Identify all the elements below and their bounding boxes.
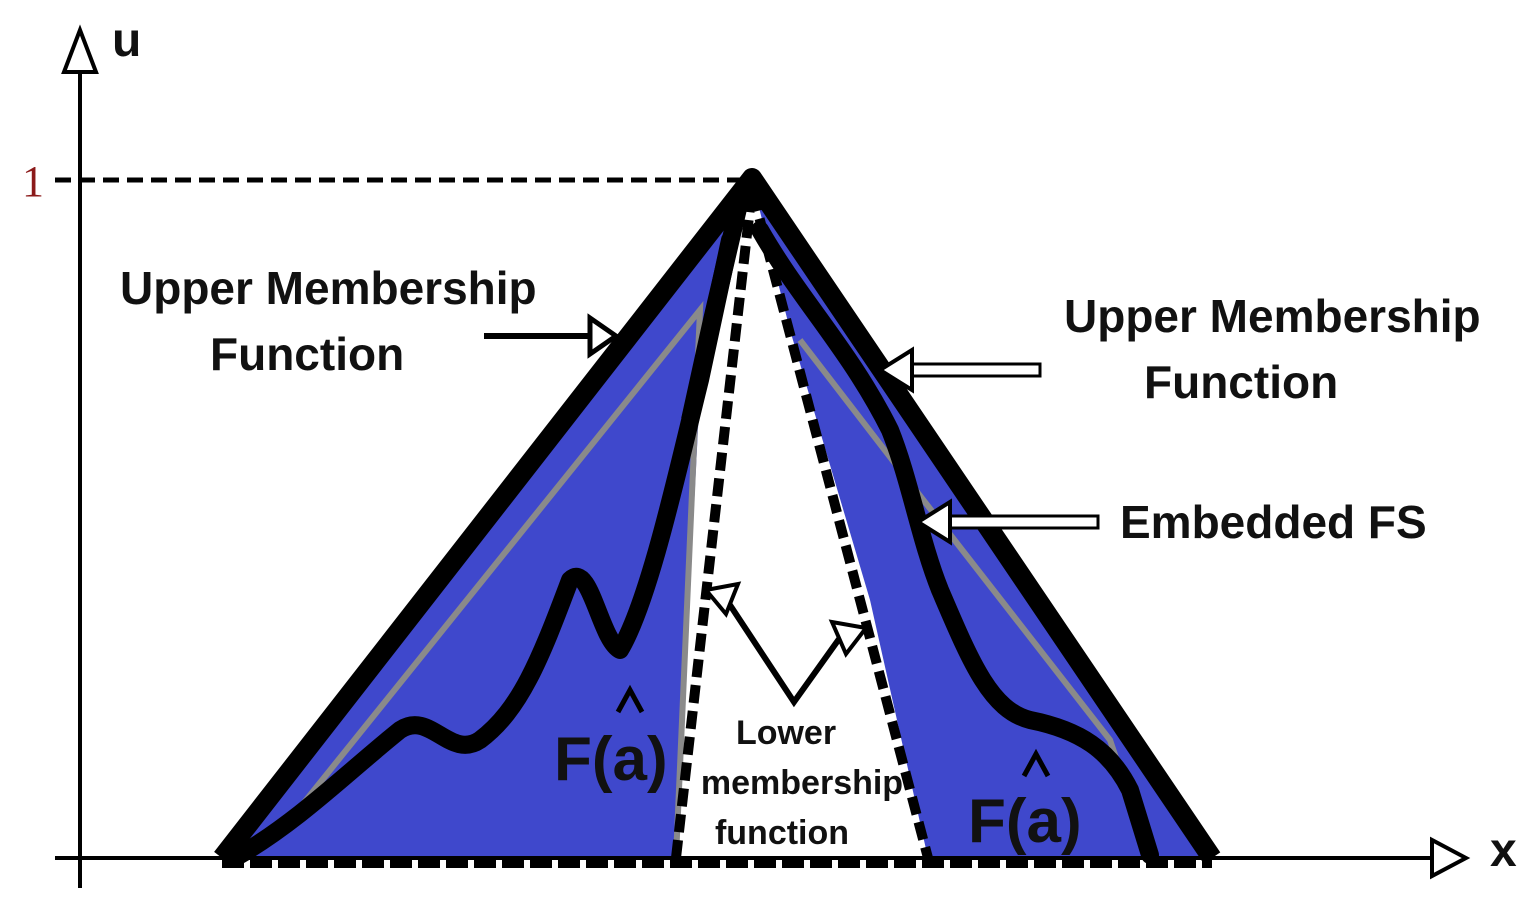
y-axis-label: u (112, 14, 141, 67)
y-tick-one: 1 (22, 157, 44, 206)
x-axis-arrowhead (1430, 836, 1471, 880)
y-axis-arrowhead (61, 24, 99, 74)
lower-mf-label-line3: function (715, 814, 849, 852)
lower-mf-v-arrows (725, 600, 847, 708)
fou-inner-edge-left (287, 300, 704, 859)
lower-mf-label-line2: membership (701, 764, 903, 802)
hat-right (1021, 748, 1051, 778)
upper-mf-right-label-line1: Upper Membership (1064, 290, 1481, 342)
upper-mf-left-label-line1: Upper Membership (120, 262, 537, 314)
embedded-fs-label: Embedded FS (1120, 496, 1427, 548)
embedded-fs-arrowhead (914, 498, 952, 546)
lower-mf-label-line1: Lower (736, 714, 836, 752)
upper-mf-left-label-line2: Function (210, 328, 404, 380)
x-axis-label: x (1490, 824, 1517, 877)
lower-mf-arrowhead-left (702, 581, 742, 618)
hat-left (615, 684, 645, 714)
upper-mf-right-arrow-shaft (908, 362, 1042, 378)
upper-mf-left-arrowhead (587, 313, 621, 359)
lower-mf-arrowhead-right (828, 619, 870, 658)
f-hat-a-left-label: F(a) (554, 725, 668, 794)
embedded-fs-arrow-shaft (946, 514, 1100, 530)
lower-membership-function (671, 188, 933, 860)
upper-mf-right-arrowhead (876, 346, 914, 394)
upper-mf-right-label-line2: Function (1144, 356, 1338, 408)
embedded-fs-left (231, 231, 739, 864)
f-hat-a-right-label: F(a) (968, 787, 1082, 856)
embedded-fs-right (751, 221, 1159, 864)
